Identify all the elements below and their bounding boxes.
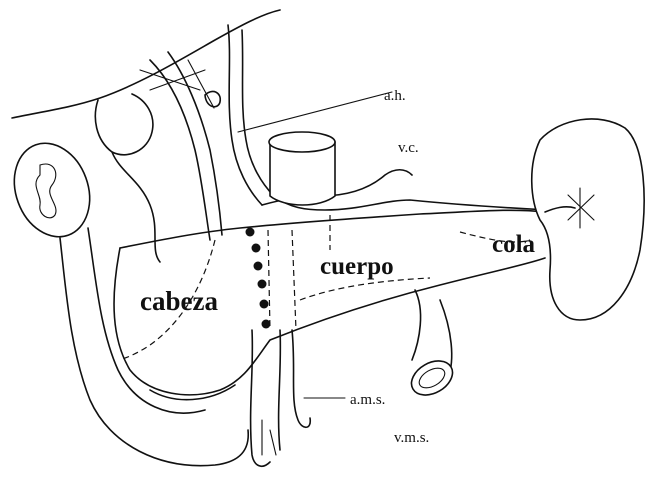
- vena-cava-top: [269, 132, 335, 152]
- resection-dot-1: [246, 228, 255, 237]
- resection-dot-5: [260, 300, 269, 309]
- artery-branch-3: [188, 60, 214, 108]
- label-cola: cola: [492, 231, 536, 258]
- resection-dot-2: [252, 244, 261, 253]
- jejunum-tube-upper: [412, 290, 421, 360]
- resection-dot-4: [258, 280, 267, 289]
- pancreas-uncinate: [150, 385, 235, 400]
- label-vms: v.m.s.: [394, 430, 429, 446]
- artery-branch-2: [150, 70, 205, 90]
- label-ah: a.h.: [384, 88, 406, 104]
- duodenum-inner: [88, 228, 205, 413]
- mesenteric-artery-right: [279, 330, 281, 450]
- hepatic-artery: [228, 25, 262, 205]
- spleen-outline: [532, 119, 644, 320]
- hidden-pancreatic-duct: [300, 278, 430, 300]
- label-cabeza: cabeza: [140, 286, 218, 316]
- gallbladder-outline: [95, 94, 153, 155]
- mesenteric-artery-left: [251, 330, 270, 466]
- liver-outline: [12, 10, 280, 118]
- jejunum-cut-end: [405, 354, 458, 402]
- label-ams: a.m.s.: [350, 392, 385, 408]
- duodenum-cut-end: [2, 133, 102, 248]
- mesenteric-branch: [262, 420, 276, 455]
- resection-dot-3: [254, 262, 263, 271]
- pancreas-outline-upper: [120, 210, 545, 248]
- hidden-vessel-2: [292, 230, 296, 330]
- label-vc: v.c.: [398, 140, 419, 156]
- resection-dot-6: [262, 320, 271, 329]
- leader-ah: [238, 92, 392, 132]
- hepatic-duct-inner: [168, 52, 222, 235]
- hidden-vessel-1: [268, 230, 270, 330]
- mesenteric-vein: [292, 330, 310, 427]
- duodenum-outer: [60, 238, 248, 466]
- label-cuerpo: cuerpo: [320, 253, 394, 280]
